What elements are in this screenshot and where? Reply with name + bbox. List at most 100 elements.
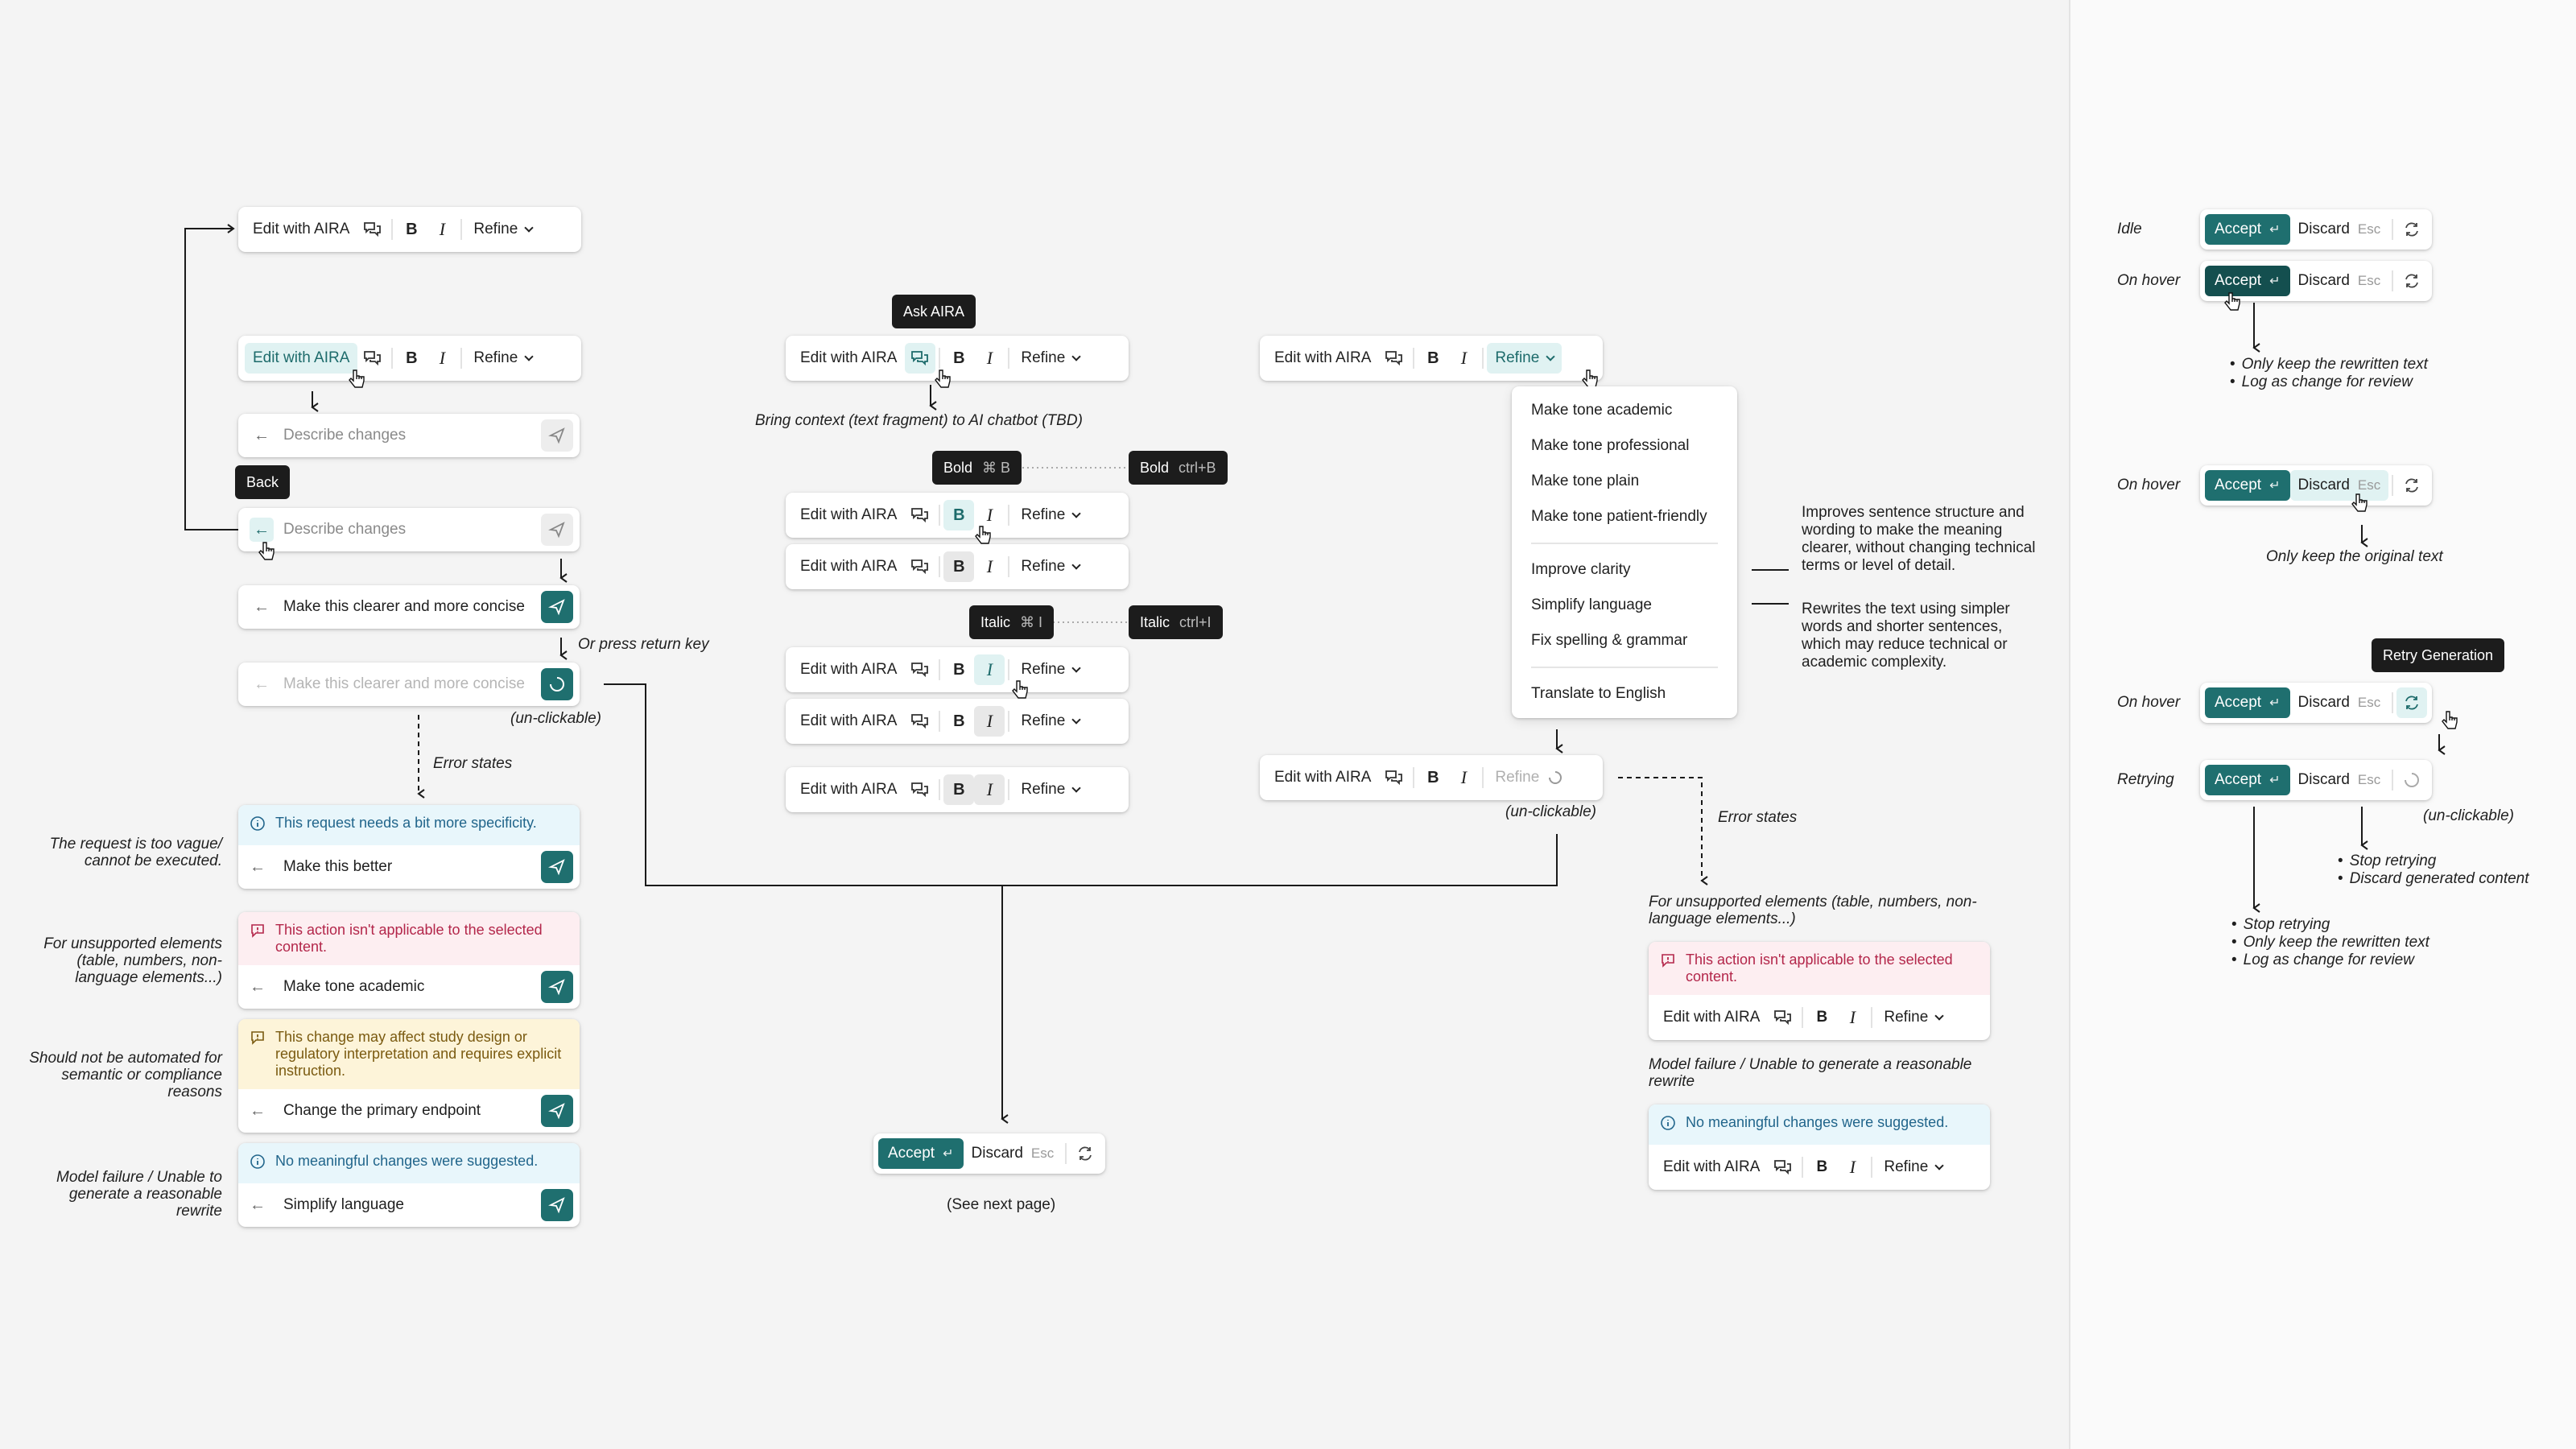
- arrow-left-icon[interactable]: ←: [250, 857, 266, 876]
- ask-aira-chat-icon[interactable]: [1768, 1158, 1798, 1176]
- italic-button[interactable]: I: [1837, 1157, 1868, 1178]
- ask-aira-chat-icon[interactable]: [1379, 343, 1410, 374]
- italic-button[interactable]: I: [1448, 762, 1479, 793]
- edit-with-aira-button[interactable]: Edit with AIRA: [792, 551, 905, 582]
- arrow-left-icon[interactable]: ←: [250, 1195, 266, 1214]
- prompt-row[interactable]: ←Make tone academic: [238, 965, 580, 1009]
- italic-button[interactable]: I: [974, 654, 1005, 685]
- bold-button[interactable]: B: [943, 343, 974, 374]
- refine-dropdown[interactable]: Refine: [1013, 706, 1088, 737]
- edit-with-aira-button[interactable]: Edit with AIRA: [792, 774, 905, 805]
- refine-dropdown[interactable]: Refine: [1876, 1009, 1951, 1026]
- italic-button[interactable]: I: [427, 214, 457, 245]
- bold-button[interactable]: B: [1806, 1009, 1837, 1026]
- bold-button[interactable]: B: [943, 654, 974, 685]
- italic-button[interactable]: I: [1448, 343, 1479, 374]
- send-icon[interactable]: [541, 971, 573, 1003]
- bold-button[interactable]: B: [943, 706, 974, 737]
- refine-dropdown[interactable]: Refine: [1876, 1158, 1951, 1176]
- send-icon[interactable]: [541, 419, 573, 452]
- bold-button[interactable]: B: [1806, 1158, 1837, 1176]
- prompt-row[interactable]: ←Simplify language: [238, 1183, 580, 1227]
- accept-button[interactable]: Accept↵: [2205, 765, 2290, 795]
- prompt-row[interactable]: ←Make this better: [238, 845, 580, 889]
- describe-changes-input[interactable]: ← Describe changes: [238, 414, 580, 457]
- edit-with-aira-button[interactable]: Edit with AIRA: [792, 654, 905, 685]
- italic-button[interactable]: I: [974, 774, 1005, 805]
- refine-dropdown[interactable]: Refine: [1013, 654, 1088, 685]
- refine-dropdown[interactable]: Refine: [1013, 551, 1088, 582]
- ask-aira-chat-icon[interactable]: [905, 343, 936, 374]
- italic-button[interactable]: I: [974, 706, 1005, 737]
- refine-dropdown[interactable]: Refine: [1013, 343, 1088, 374]
- menu-item-tone-plain[interactable]: Make tone plain: [1531, 473, 1640, 489]
- edit-with-aira-button[interactable]: Edit with AIRA: [792, 706, 905, 737]
- italic-button[interactable]: I: [974, 500, 1005, 530]
- send-icon[interactable]: [541, 851, 573, 883]
- bold-button[interactable]: B: [943, 551, 975, 582]
- arrow-left-icon[interactable]: ←: [250, 977, 266, 996]
- retry-icon[interactable]: [2396, 214, 2427, 245]
- edit-with-aira-button[interactable]: Edit with AIRA: [245, 343, 358, 374]
- retry-icon[interactable]: [2396, 266, 2427, 296]
- accept-button[interactable]: Accept↵: [878, 1138, 964, 1169]
- ask-aira-chat-icon[interactable]: [905, 500, 935, 530]
- bold-button[interactable]: B: [943, 774, 975, 805]
- describe-changes-input-back-hover[interactable]: ← Describe changes: [238, 508, 580, 551]
- arrow-left-icon[interactable]: ←: [250, 1101, 266, 1120]
- ask-aira-chat-icon[interactable]: [905, 706, 935, 737]
- arrow-left-icon[interactable]: ←: [254, 426, 270, 444]
- menu-item-improve-clarity[interactable]: Improve clarity: [1531, 561, 1631, 578]
- send-icon[interactable]: [541, 591, 573, 623]
- bold-button[interactable]: B: [1418, 343, 1448, 374]
- ask-aira-chat-icon[interactable]: [1768, 1009, 1798, 1026]
- italic-button[interactable]: I: [974, 343, 1005, 374]
- refine-dropdown[interactable]: Refine: [1013, 774, 1088, 805]
- prompt-row[interactable]: ←Change the primary endpoint: [238, 1089, 580, 1133]
- menu-item-tone-academic[interactable]: Make tone academic: [1531, 402, 1673, 419]
- send-icon[interactable]: [541, 1095, 573, 1127]
- edit-with-aira-button[interactable]: Edit with AIRA: [1266, 762, 1379, 793]
- edit-with-aira-button[interactable]: Edit with AIRA: [1655, 1009, 1768, 1026]
- italic-button[interactable]: I: [427, 343, 457, 374]
- prompt-input-filled[interactable]: ← Make this clearer and more concise: [238, 585, 580, 629]
- menu-item-tone-patient-friendly[interactable]: Make tone patient-friendly: [1531, 508, 1707, 525]
- send-icon[interactable]: [541, 1189, 573, 1221]
- bold-button[interactable]: B: [396, 343, 427, 374]
- ask-aira-chat-icon[interactable]: [357, 343, 388, 374]
- ask-aira-chat-icon[interactable]: [1379, 762, 1410, 793]
- edit-with-aira-button[interactable]: Edit with AIRA: [1266, 343, 1379, 374]
- arrow-left-icon[interactable]: ←: [254, 597, 270, 616]
- bold-button[interactable]: B: [943, 500, 975, 530]
- accept-button[interactable]: Accept↵: [2205, 687, 2290, 718]
- ask-aira-chat-icon[interactable]: [905, 654, 935, 685]
- bold-button[interactable]: B: [1418, 762, 1448, 793]
- menu-item-fix-spelling[interactable]: Fix spelling & grammar: [1531, 632, 1688, 649]
- accept-button[interactable]: Accept↵: [2205, 266, 2290, 296]
- ask-aira-chat-icon[interactable]: [357, 214, 388, 245]
- refine-dropdown[interactable]: Refine: [1487, 343, 1563, 374]
- accept-button[interactable]: Accept↵: [2205, 214, 2290, 245]
- edit-with-aira-button[interactable]: Edit with AIRA: [792, 500, 905, 530]
- menu-item-translate[interactable]: Translate to English: [1531, 685, 1666, 702]
- retry-icon[interactable]: [2396, 687, 2428, 718]
- bold-button[interactable]: B: [396, 214, 427, 245]
- menu-item-simplify-language[interactable]: Simplify language: [1531, 597, 1652, 613]
- refine-dropdown[interactable]: Refine: [465, 214, 540, 245]
- refine-dropdown[interactable]: Refine: [465, 343, 540, 374]
- edit-with-aira-button[interactable]: Edit with AIRA: [245, 214, 357, 245]
- arrow-left-icon[interactable]: ←: [250, 518, 274, 542]
- ask-aira-chat-icon[interactable]: [905, 774, 935, 805]
- retry-icon[interactable]: [1070, 1138, 1100, 1169]
- edit-with-aira-button[interactable]: Edit with AIRA: [1655, 1158, 1768, 1176]
- ask-aira-chat-icon[interactable]: [905, 551, 935, 582]
- edit-with-aira-button[interactable]: Edit with AIRA: [792, 343, 905, 374]
- italic-button[interactable]: I: [974, 551, 1005, 582]
- menu-item-tone-professional[interactable]: Make tone professional: [1531, 437, 1690, 454]
